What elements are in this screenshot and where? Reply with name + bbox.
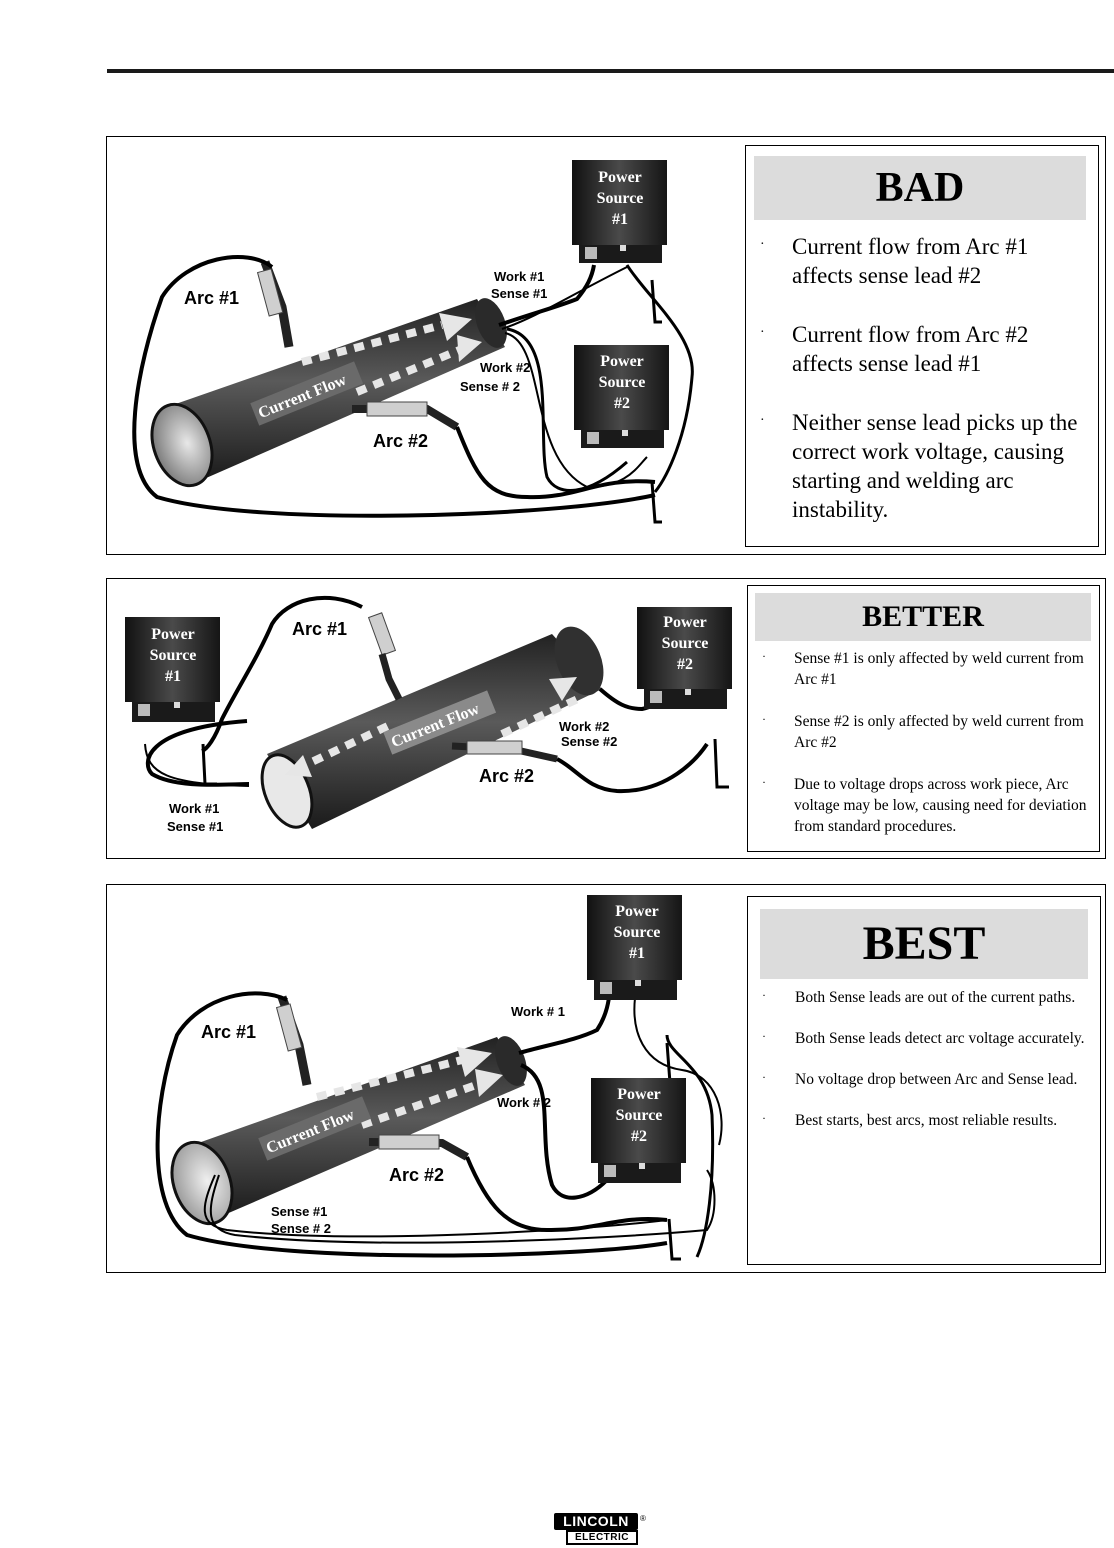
- bullet-item: ·Due to voltage drops across work piece,…: [762, 775, 1087, 835]
- diagram-bad: Current Flow Power So: [132, 160, 694, 524]
- power-source-1: Power Source #1: [587, 895, 682, 1085]
- panel-best: Current Flow Power Source: [106, 884, 1106, 1273]
- power-source-1: Power Source #1: [125, 617, 220, 786]
- logo-registered: ®: [640, 1514, 646, 1523]
- current-flow-arrows: [295, 693, 584, 773]
- svg-text:#2: #2: [631, 1128, 647, 1145]
- diagram-better: Current Flow Power Source #1: [125, 595, 732, 834]
- label-work1: Work #1: [169, 801, 219, 816]
- heading-better: BETTER: [755, 593, 1091, 641]
- label-arc1: Arc #1: [292, 619, 347, 639]
- torch-arc1: [275, 995, 312, 1086]
- svg-text:Source: Source: [150, 647, 197, 664]
- torch-arc1: [256, 260, 294, 348]
- svg-text:#1: #1: [612, 211, 628, 228]
- lincoln-electric-logo: LINCOLN ELECTRIC ®: [554, 1513, 651, 1547]
- torch-arc1: [367, 612, 403, 701]
- label-sense1: Sense #1: [271, 1204, 327, 1219]
- label-sense2: Sense #2: [561, 734, 617, 749]
- current-flow-label-bg: [250, 361, 364, 426]
- current-flow-arrows: [300, 321, 464, 396]
- svg-text:Power: Power: [151, 626, 195, 643]
- torch-arc2: [352, 401, 460, 431]
- bullet-item: ·Neither sense lead picks up the correct…: [760, 410, 1078, 522]
- panel-better: Current Flow Power Source #1: [106, 578, 1106, 859]
- svg-text:#2: #2: [677, 656, 693, 673]
- heading-best: BEST: [760, 909, 1088, 979]
- bullet-item: ·Sense #2 is only affected by weld curre…: [762, 712, 1084, 751]
- pipe-workpiece: [170, 1036, 527, 1226]
- bad-bullets: ·Current flow from Arc #1 affects sense …: [760, 232, 1086, 524]
- svg-text:#1: #1: [165, 668, 181, 685]
- bullet-item: ·Current flow from Arc #1 affects sense …: [760, 234, 1029, 288]
- power-source-2: Power Source #2: [637, 607, 732, 789]
- flow-arrowhead-1: [457, 1047, 492, 1077]
- power-source-2: Power Source #2: [574, 345, 669, 524]
- flow-arrowhead-2: [549, 677, 577, 701]
- bullet-item: ·Current flow from Arc #2 affects sense …: [760, 322, 1029, 376]
- svg-text:Source: Source: [599, 374, 646, 391]
- svg-text:Source: Source: [662, 635, 709, 652]
- label-sense1: Sense #1: [167, 819, 223, 834]
- heading-bad: BAD: [754, 156, 1086, 220]
- best-textbox: BEST ·Both Sense leads are out of the cu…: [747, 896, 1101, 1265]
- better-bullets: ·Sense #1 is only affected by weld curre…: [762, 648, 1092, 837]
- label-work2: Work # 2: [497, 1095, 551, 1110]
- label-sense2: Sense # 2: [271, 1221, 331, 1236]
- current-flow-arrows: [316, 1056, 484, 1129]
- label-arc2: Arc #2: [479, 766, 534, 786]
- label-sense1: Sense #1: [491, 286, 547, 301]
- svg-text:Power: Power: [663, 614, 707, 631]
- svg-text:Source: Source: [597, 190, 644, 207]
- flow-arrowhead-1: [285, 755, 312, 777]
- cables: [155, 984, 723, 1258]
- logo-top: LINCOLN: [554, 1513, 638, 1530]
- svg-text:#1: #1: [629, 945, 645, 962]
- best-bullets: ·Both Sense leads are out of the current…: [762, 987, 1092, 1131]
- flow-arrowhead-2: [475, 1069, 503, 1097]
- bullet-item: ·Both Sense leads detect arc voltage acc…: [762, 1029, 1085, 1047]
- flow-arrowhead-2: [457, 335, 482, 362]
- label-work2: Work #2: [559, 719, 609, 734]
- better-textbox: BETTER ·Sense #1 is only affected by wel…: [747, 585, 1100, 852]
- cables: [132, 255, 694, 518]
- header-rule: [107, 69, 1114, 73]
- flow-arrowhead-1: [439, 313, 472, 341]
- power-source-1: Power Source #1: [572, 160, 667, 324]
- svg-text:Power: Power: [598, 169, 642, 186]
- label-arc2: Arc #2: [373, 431, 428, 451]
- svg-text:Power: Power: [617, 1086, 661, 1103]
- logo-bottom: ELECTRIC: [566, 1530, 638, 1545]
- power-source-2: Power Source #2: [591, 1078, 686, 1261]
- label-work2: Work #2: [480, 360, 530, 375]
- label-sense2: Sense # 2: [460, 379, 520, 394]
- bullet-item: ·Both Sense leads are out of the current…: [762, 988, 1076, 1006]
- bullet-item: ·Best starts, best arcs, most reliable r…: [762, 1111, 1058, 1129]
- label-work1: Work # 1: [511, 1004, 565, 1019]
- svg-text:#2: #2: [614, 395, 630, 412]
- svg-text:Source: Source: [614, 924, 661, 941]
- torch-arc2: [368, 1134, 469, 1161]
- current-flow-label-bg: [258, 1096, 372, 1161]
- bullet-item: ·Sense #1 is only affected by weld curre…: [762, 649, 1084, 688]
- label-arc1: Arc #1: [201, 1022, 256, 1042]
- cables: [144, 595, 709, 794]
- svg-text:Power: Power: [600, 353, 644, 370]
- bad-textbox: BAD ·Current flow from Arc #1 affects se…: [745, 145, 1099, 547]
- svg-text:Power: Power: [615, 903, 659, 920]
- panel-bad: Current Flow Power So: [106, 136, 1106, 555]
- current-flow-label-bg: [383, 690, 497, 755]
- label-work1: Work #1: [494, 269, 544, 284]
- label-arc1: Arc #1: [184, 288, 239, 308]
- diagram-best: Current Flow Power Source: [155, 895, 723, 1261]
- torch-arc2: [451, 740, 558, 763]
- bullet-item: ·No voltage drop between Arc and Sense l…: [762, 1070, 1078, 1088]
- label-arc2: Arc #2: [389, 1165, 444, 1185]
- svg-text:Source: Source: [616, 1107, 663, 1124]
